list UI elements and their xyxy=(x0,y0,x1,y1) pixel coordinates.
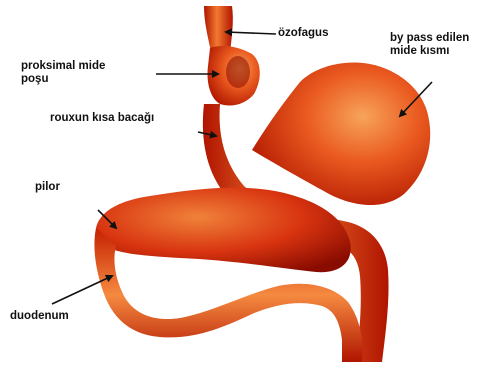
label-proksimal-line2: poşu xyxy=(21,73,105,86)
label-ozofagus: özofagus xyxy=(278,27,328,40)
antrum-shape xyxy=(96,188,351,273)
label-pilor: pilor xyxy=(35,181,60,194)
label-proksimal-pouch: proksimal mide poşu xyxy=(21,60,105,86)
label-duodenum: duodenum xyxy=(10,310,69,323)
bypassed-stomach-shape xyxy=(252,63,430,205)
label-proksimal-line1: proksimal mide xyxy=(21,60,105,73)
label-bypass-line2: mide kısmı xyxy=(390,45,469,58)
label-ozofagus-text: özofagus xyxy=(278,27,328,40)
label-roux-text: rouxun kısa bacağı xyxy=(50,112,154,125)
label-duodenum-text: duodenum xyxy=(10,310,69,323)
arrow-ozofagus xyxy=(226,32,276,34)
label-bypass-line1: by pass edilen xyxy=(390,32,469,45)
label-bypassed-stomach: by pass edilen mide kısmı xyxy=(390,32,469,58)
label-roux-limb: rouxun kısa bacağı xyxy=(50,112,154,125)
label-pilor-text: pilor xyxy=(35,181,60,194)
